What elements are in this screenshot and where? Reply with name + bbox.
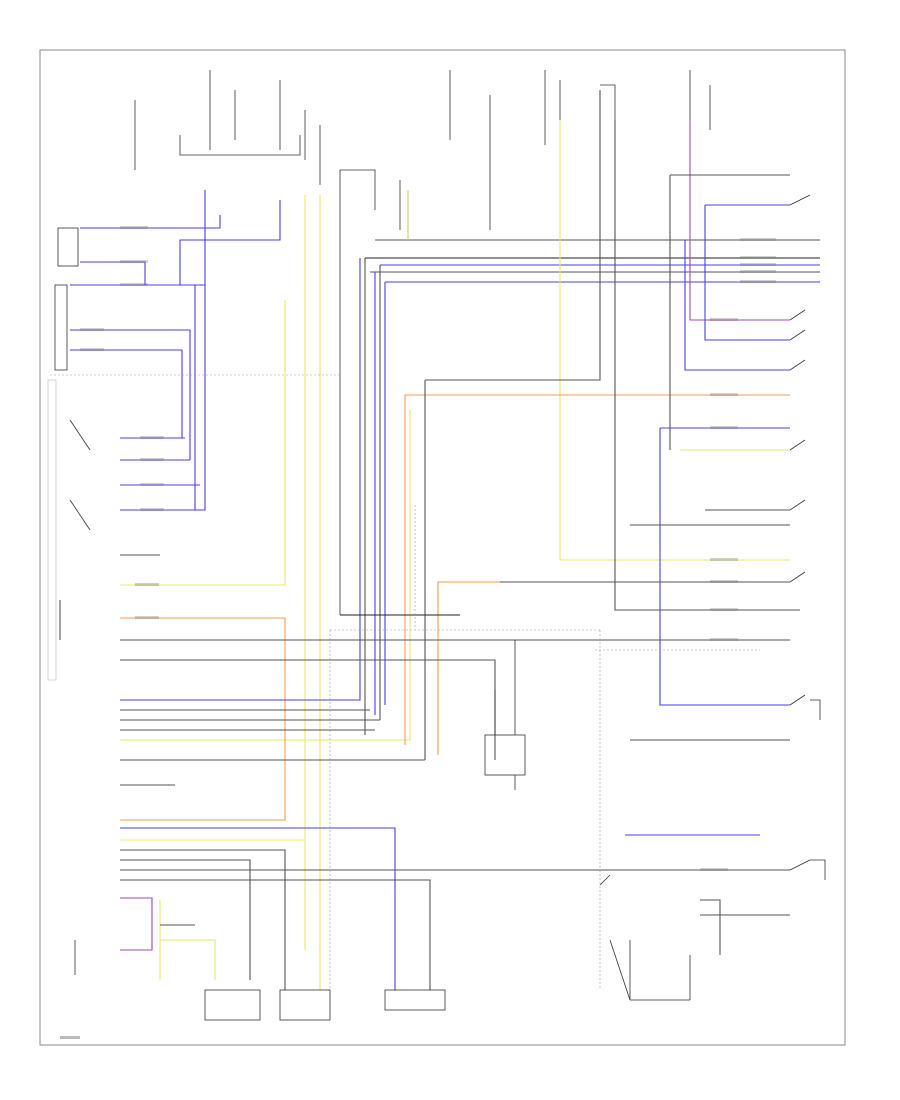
blue-wires-left	[70, 190, 281, 511]
diagram-border	[39, 49, 846, 1046]
top-connectors	[47, 227, 79, 681]
bottom-components	[69, 419, 691, 1021]
dashed-boundaries	[50, 374, 760, 990]
wire-code-marks	[60, 226, 776, 1039]
blue-wires-right	[120, 204, 790, 990]
yellow-wires	[120, 120, 790, 990]
gray-wires	[59, 90, 800, 990]
purple-wires	[120, 120, 790, 951]
orange-wires	[120, 394, 790, 821]
switch-symbols	[789, 194, 826, 880]
main-harness	[364, 239, 820, 735]
top-fuse-blocks	[134, 70, 711, 615]
